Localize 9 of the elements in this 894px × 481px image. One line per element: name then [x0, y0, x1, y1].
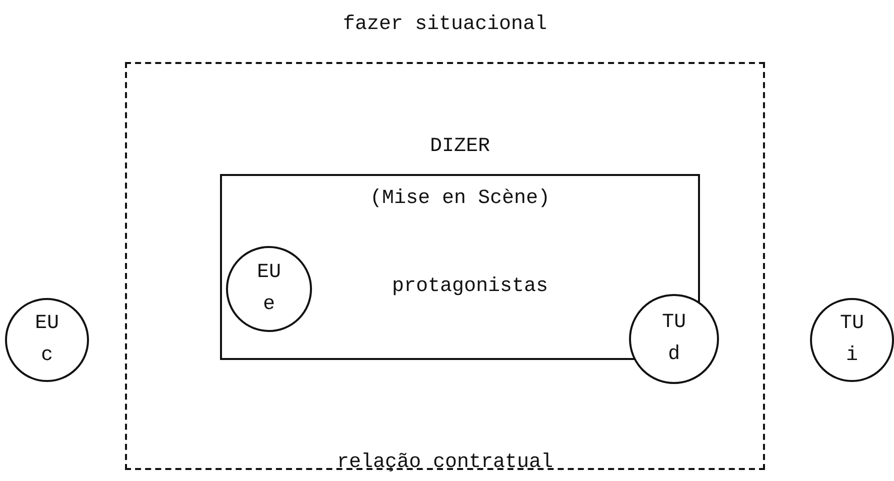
circle-label: TU d: [660, 310, 687, 368]
circle-label: TU i: [838, 311, 865, 369]
circle-label: EU c: [34, 311, 60, 369]
frame-caption: relação contratual: [336, 452, 554, 474]
frame-heading: fazer situacional: [342, 14, 548, 36]
box-heading: DIZER: [428, 136, 491, 158]
box-subtitle: (Mise en Scène): [368, 188, 552, 210]
circle-label: EU e: [256, 260, 282, 318]
box-text: protagonistas: [392, 276, 548, 298]
